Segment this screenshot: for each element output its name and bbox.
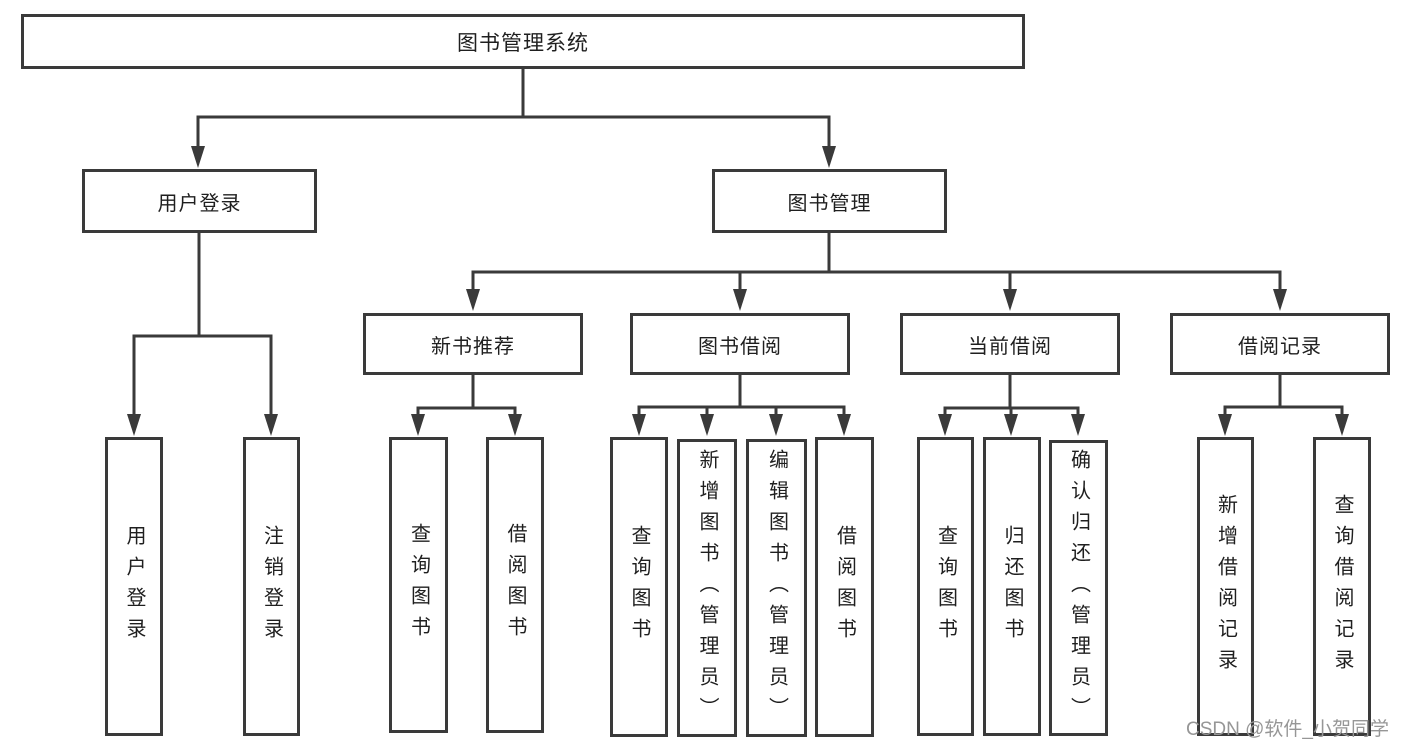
node-label: 查询图书 <box>407 523 430 647</box>
book-management-connector <box>466 231 1287 311</box>
node-book-borrowing: 图书借阅 <box>630 313 850 375</box>
leaf-return-book: 归还图书 <box>983 437 1041 736</box>
book-borrowing-connector <box>632 373 851 436</box>
node-label: 借阅图书 <box>504 523 526 647</box>
node-label: 注销登录 <box>260 524 283 649</box>
node-new-book-recommend: 新书推荐 <box>363 313 583 375</box>
node-label: 新增图书（管理员） <box>696 448 718 728</box>
leaf-query-book-recommend: 查询图书 <box>389 437 448 733</box>
node-label: 确认归还（管理员） <box>1067 448 1090 728</box>
node-label: 图书借阅 <box>698 335 782 358</box>
node-label: 用户登录 <box>157 192 242 215</box>
leaf-add-borrow-record: 新增借阅记录 <box>1197 437 1254 736</box>
node-label: 新增借阅记录 <box>1214 493 1237 680</box>
node-label: 借阅记录 <box>1238 335 1322 358</box>
leaf-confirm-return-admin: 确认归还（管理员） <box>1049 440 1108 736</box>
user-login-connector <box>127 231 278 436</box>
node-label: 图书管理 <box>787 192 872 215</box>
node-label: 当前借阅 <box>968 335 1052 358</box>
node-label: 借阅图书 <box>833 525 856 649</box>
node-label: 用户登录 <box>123 524 145 649</box>
leaf-borrow-book-recommend: 借阅图书 <box>486 437 544 733</box>
csdn-watermark: CSDN @软件_小贺同学 <box>1186 719 1389 740</box>
node-label: 编辑图书（管理员） <box>765 448 788 728</box>
leaf-add-book-admin: 新增图书（管理员） <box>677 439 737 737</box>
leaf-logout-login: 注销登录 <box>243 437 300 736</box>
current-borrowing-connector <box>938 373 1085 436</box>
node-label: 归还图书 <box>1001 524 1023 649</box>
node-user-login: 用户登录 <box>82 169 317 233</box>
node-current-borrowing: 当前借阅 <box>900 313 1120 375</box>
node-label: 图书管理系统 <box>457 31 589 55</box>
leaf-user-login: 用户登录 <box>105 437 163 736</box>
root-connector <box>191 67 836 168</box>
leaf-query-book-current: 查询图书 <box>917 437 974 736</box>
leaf-query-borrow-record: 查询借阅记录 <box>1313 437 1371 736</box>
node-book-management: 图书管理 <box>712 169 947 233</box>
leaf-borrow-book-borrowing: 借阅图书 <box>815 437 874 737</box>
node-label: 查询图书 <box>934 524 957 649</box>
node-label: 查询图书 <box>628 525 650 649</box>
borrowing-records-connector <box>1218 373 1349 436</box>
node-borrowing-records: 借阅记录 <box>1170 313 1390 375</box>
node-label: 查询借阅记录 <box>1331 493 1353 680</box>
leaf-edit-book-admin: 编辑图书（管理员） <box>746 439 807 737</box>
leaf-query-book-borrowing: 查询图书 <box>610 437 668 737</box>
node-library-system: 图书管理系统 <box>21 14 1025 69</box>
new-book-connector <box>411 373 522 436</box>
node-label: 新书推荐 <box>431 335 515 358</box>
